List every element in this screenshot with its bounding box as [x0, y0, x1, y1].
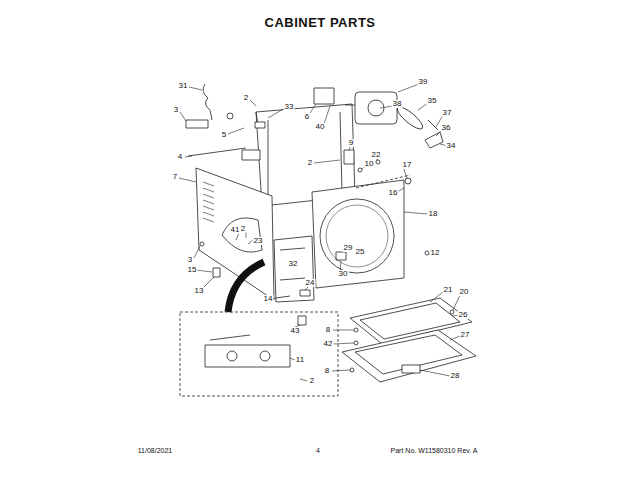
callout-number: 38 — [392, 100, 403, 108]
callout-number: 36 — [441, 124, 452, 132]
callout-number: 16 — [388, 189, 399, 197]
callout-number: 27 — [460, 331, 471, 339]
callout-number: 22 — [371, 151, 382, 159]
callout-number: 24 — [305, 279, 316, 287]
callout-number: 35 — [427, 97, 438, 105]
callout-number: 9 — [348, 139, 354, 147]
callout-number: 4 — [177, 153, 183, 161]
callout-number: 6 — [304, 113, 310, 121]
callout-number: 2 — [243, 94, 249, 102]
callout-number: 30 — [338, 270, 349, 278]
callout-number: 8 — [325, 326, 331, 334]
callout-number: 21 — [443, 286, 454, 294]
callout-number: 39 — [418, 78, 429, 86]
callout-number: 31 — [178, 82, 189, 90]
callout-number: 33 — [284, 103, 295, 111]
callout-number: 25 — [355, 248, 366, 256]
callout-number: 34 — [446, 142, 457, 150]
callout-number: 17 — [402, 161, 413, 169]
page-title: CABINET PARTS — [265, 16, 376, 29]
callout-number: 37 — [442, 109, 453, 117]
callout-number: 14 — [263, 295, 274, 303]
callout-number: 13 — [194, 287, 205, 295]
callout-number: 3 — [173, 106, 179, 114]
callout-number: 10 — [364, 160, 375, 168]
callout-number: 26 — [458, 311, 469, 319]
callout-number: 15 — [187, 266, 198, 274]
callout-number: 32 — [288, 260, 299, 268]
callout-number: 2 — [307, 159, 313, 167]
footer-text: Part No. W11580310 Rev. A — [391, 447, 478, 454]
callout-number: 3 — [187, 256, 193, 264]
callout-number: 23 — [253, 237, 264, 245]
callout-number: 8 — [324, 367, 330, 375]
callout-number: 20 — [459, 288, 470, 296]
callout-number: 29 — [343, 244, 354, 252]
callout-number: 5 — [221, 131, 227, 139]
footer-text: 11/08/2021 — [138, 447, 173, 454]
callout-number: 2 — [240, 225, 246, 233]
callout-number: 12 — [430, 249, 441, 257]
callout-number: 18 — [428, 210, 439, 218]
callout-number: 28 — [450, 372, 461, 380]
callout-number: 11 — [295, 356, 305, 364]
footer-text: 4 — [316, 447, 320, 454]
callout-number: 40 — [315, 123, 326, 131]
callout-number: 7 — [172, 173, 178, 181]
callout-number: 43 — [290, 327, 301, 335]
callout-number: 42 — [323, 340, 334, 348]
callout-number: 2 — [309, 377, 315, 385]
